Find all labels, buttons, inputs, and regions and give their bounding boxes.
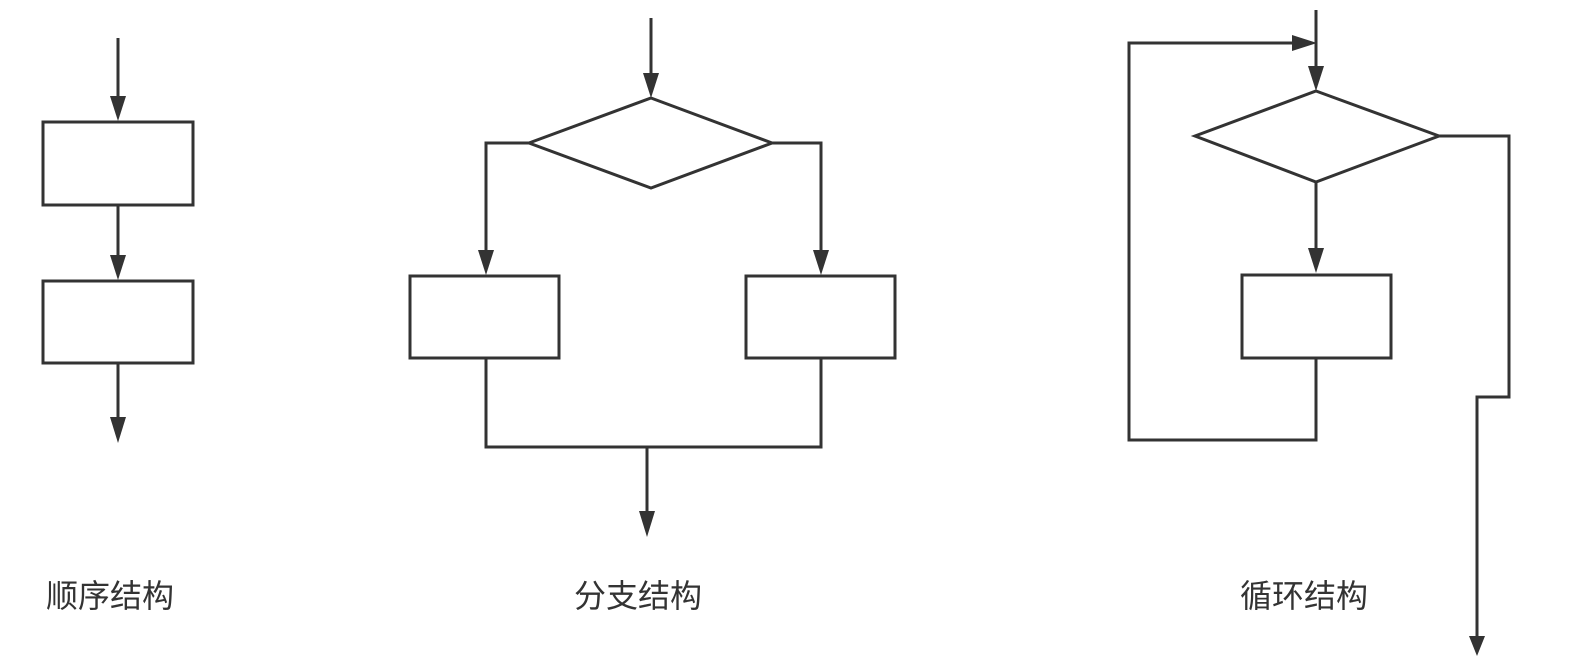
branch-left-arrowhead [478, 250, 494, 275]
branch-structure [408, 18, 897, 537]
loop-body-arrowhead [1308, 248, 1324, 273]
branch-merge-line [484, 359, 823, 449]
sequence-exit-arrowhead [110, 417, 126, 443]
loop-back-line [1127, 41, 1318, 442]
loop-decision-diamond [1190, 89, 1444, 184]
loop-entry-arrowhead [1308, 66, 1324, 91]
sequence-entry-arrowhead [110, 96, 126, 121]
sequence-process-box-2 [41, 279, 195, 365]
loop-structure-caption: 循环结构 [1240, 577, 1369, 615]
loop-exit-line [1439, 134, 1511, 640]
branch-right-arrowhead [813, 250, 829, 275]
branch-left-line [484, 141, 529, 252]
sequence-structure-caption: 顺序结构 [46, 577, 175, 615]
sequence-middle-arrowhead [110, 255, 126, 280]
branch-right-line [772, 141, 823, 252]
branch-exit-arrowhead [639, 511, 655, 537]
loop-structure [1127, 10, 1511, 656]
branch-decision-diamond [524, 96, 777, 190]
loop-process-box [1240, 273, 1393, 360]
sequence-structure [41, 38, 195, 443]
loop-exit-arrowhead [1469, 636, 1485, 656]
branch-structure-caption: 分支结构 [574, 577, 703, 615]
branch-entry-arrowhead [643, 73, 659, 98]
branch-left-process-box [408, 274, 561, 360]
branch-right-process-box [744, 274, 897, 360]
sequence-process-box-1 [41, 120, 195, 207]
loop-back-arrowhead [1292, 35, 1317, 51]
